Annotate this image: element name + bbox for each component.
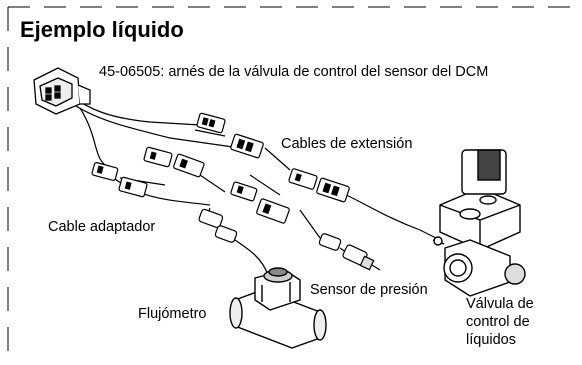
connector-5 xyxy=(91,161,119,182)
harness-label: 45-06505: arnés de la válvula de control… xyxy=(99,64,489,80)
flowmeter-label: Flujómetro xyxy=(138,306,207,322)
dashed-frame xyxy=(7,6,580,360)
connector-4 xyxy=(173,153,205,178)
pressure-sensor-label: Sensor de presión xyxy=(310,282,428,298)
connector-9 xyxy=(256,198,290,224)
connector-3 xyxy=(143,146,173,168)
flowmeter-body xyxy=(229,267,327,349)
connector-1 xyxy=(196,112,226,134)
page-title: Ejemplo líquido xyxy=(20,17,184,42)
pressure-sensor xyxy=(342,244,381,271)
connector-12 xyxy=(318,233,342,251)
control-valve xyxy=(432,149,526,297)
connector-7 xyxy=(316,177,350,203)
connector-6 xyxy=(288,168,318,190)
connector-11 xyxy=(198,208,238,243)
adapter-cable-label: Cable adaptador xyxy=(48,219,156,235)
connector-8 xyxy=(230,181,258,202)
extension-cables-label: Cables de extensión xyxy=(281,136,413,152)
connector-10 xyxy=(118,176,148,198)
harness-connector xyxy=(33,67,91,115)
valve-label: Válvula de control de líquidos xyxy=(466,296,534,348)
connector-2 xyxy=(230,133,264,159)
